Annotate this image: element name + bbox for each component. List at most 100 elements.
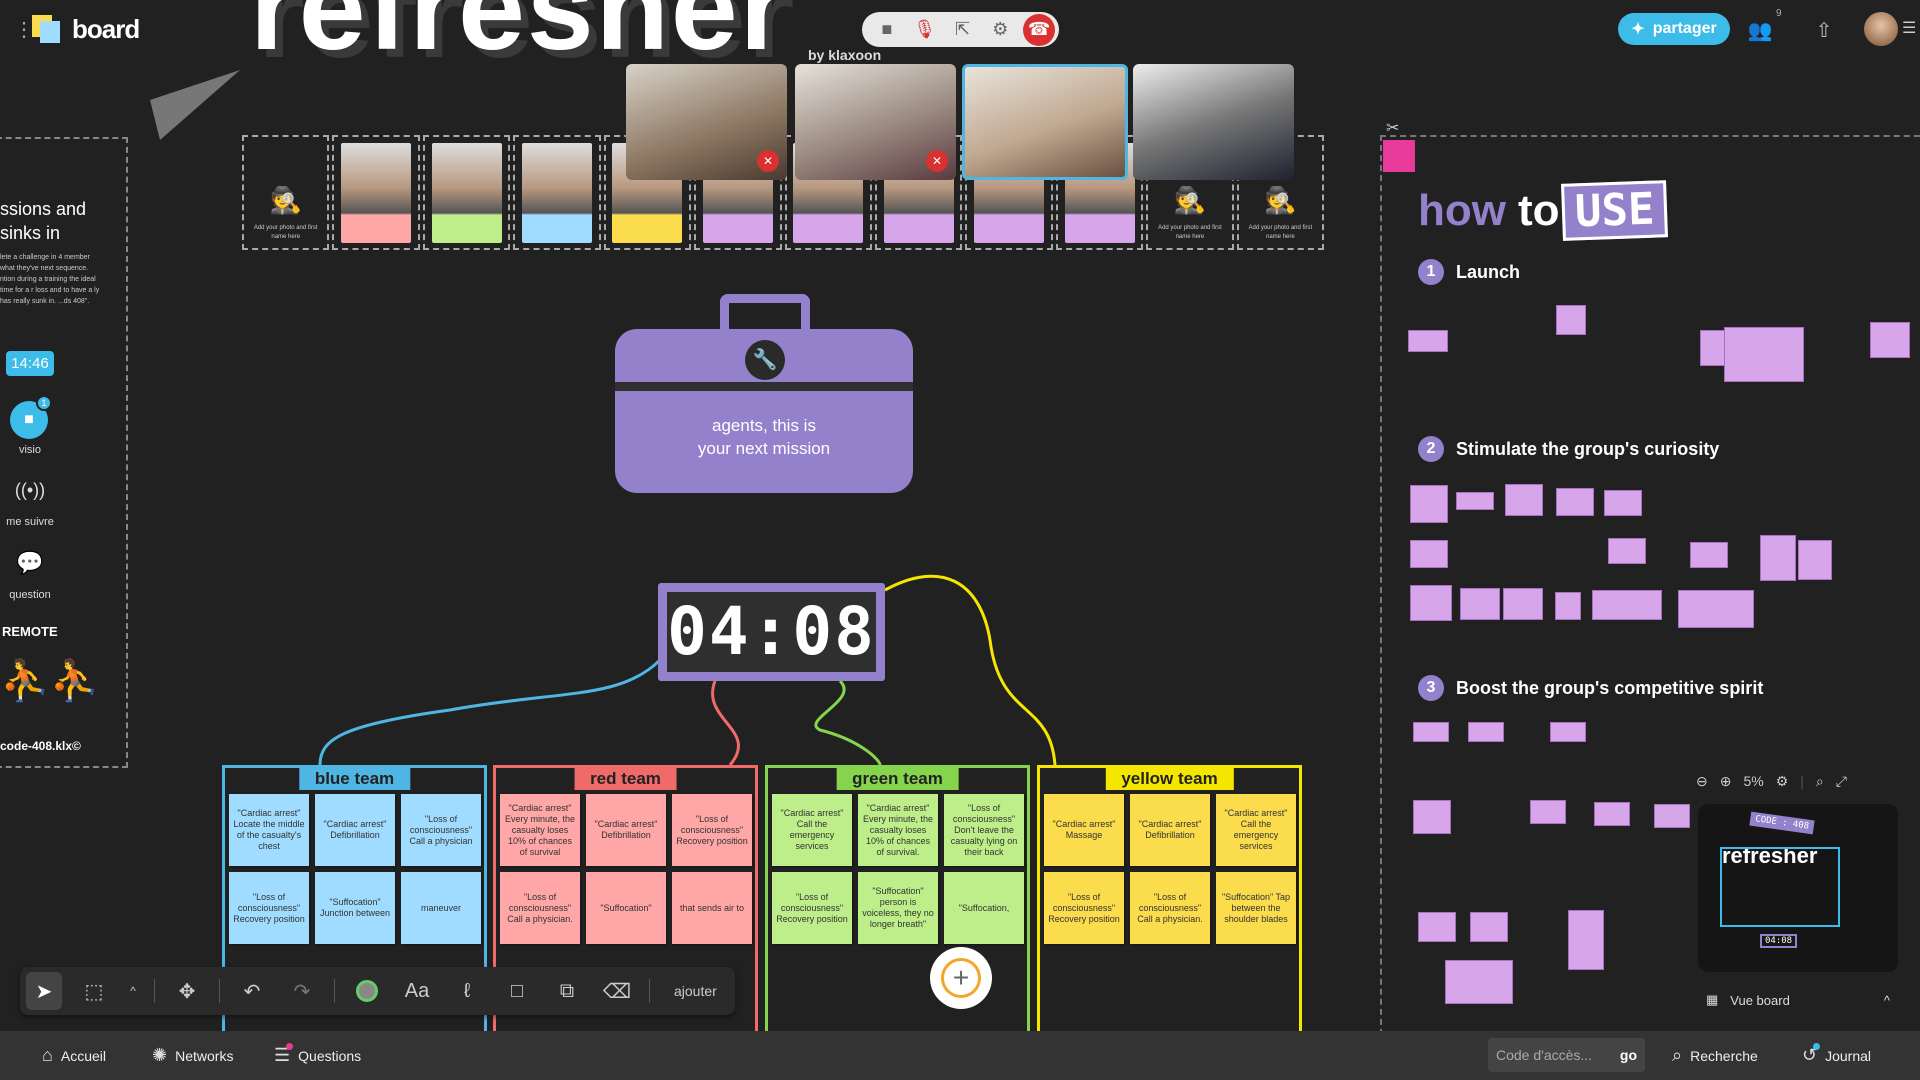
board-minimap[interactable]: CODE : 408 refresher 04:08 — [1698, 804, 1898, 972]
chevron-up-icon[interactable]: ^ — [1883, 992, 1890, 1008]
settings-gear-icon[interactable]: ⚙ — [1775, 772, 1789, 789]
add-button[interactable]: ajouter — [674, 983, 717, 999]
participants-button[interactable]: 👥9 — [1742, 8, 1782, 48]
mini-card[interactable] — [1678, 590, 1754, 628]
mini-card[interactable] — [1760, 535, 1796, 581]
mini-card[interactable] — [1798, 540, 1832, 580]
mini-card[interactable] — [1413, 722, 1449, 742]
mini-card[interactable] — [1410, 585, 1452, 621]
user-avatar[interactable] — [1864, 12, 1898, 46]
go-button[interactable]: go — [1619, 1047, 1637, 1063]
select-pointer-icon[interactable]: ➤ — [26, 972, 62, 1010]
sticky-note[interactable]: "Loss of consciousness" Don't leave the … — [944, 794, 1024, 866]
mini-card[interactable] — [1413, 800, 1451, 834]
broadcast-icon[interactable]: ((•)) — [14, 480, 46, 500]
fullscreen-icon[interactable]: ⤢ — [1835, 772, 1847, 789]
sticky-note[interactable]: "Loss of consciousness" Recovery positio… — [229, 872, 309, 944]
mini-card[interactable] — [1556, 488, 1594, 516]
export-button[interactable]: ⇧ — [1806, 12, 1842, 48]
chevron-up-icon[interactable]: ^ — [130, 984, 136, 998]
share-button[interactable]: ✦partager — [1618, 13, 1730, 45]
pan-hand-icon[interactable]: ✥ — [178, 980, 196, 1003]
follow-me-label[interactable]: me suivre — [6, 516, 54, 528]
sticky-note[interactable]: "Loss of consciousness" Recovery positio… — [672, 794, 752, 866]
settings-gear-icon[interactable]: ⚙ — [992, 19, 1009, 39]
questions-button[interactable]: ☰Questions — [274, 1043, 361, 1066]
mini-card[interactable] — [1654, 804, 1690, 828]
video-tile-active-speaker[interactable] — [962, 64, 1128, 180]
add-content-button[interactable]: + — [930, 947, 992, 1009]
redo-icon[interactable]: ↷ — [293, 980, 311, 1003]
hang-up-icon[interactable]: ☎ — [1023, 13, 1055, 46]
sticky-note[interactable]: "Suffocation" Junction between — [315, 872, 395, 944]
undo-icon[interactable]: ↶ — [243, 980, 261, 1003]
mini-card[interactable] — [1410, 485, 1448, 523]
sticky-note[interactable]: "Suffocation" — [586, 872, 666, 944]
mini-card[interactable] — [1456, 492, 1494, 510]
board-canvas[interactable]: ⋮ board refresher by klaxoon ssions and … — [0, 0, 1920, 1031]
video-tile[interactable]: ✕ — [795, 64, 956, 180]
mini-card[interactable] — [1870, 322, 1910, 358]
participant-photo-card[interactable] — [513, 135, 601, 250]
mini-card[interactable] — [1410, 540, 1448, 568]
mini-card[interactable] — [1418, 912, 1456, 942]
screen-share-icon[interactable]: ⇱ — [954, 19, 971, 39]
mic-muted-icon[interactable]: 🎙 — [913, 19, 937, 39]
visio-button[interactable]: ■1 — [10, 395, 52, 439]
mini-card[interactable] — [1530, 800, 1566, 824]
sticky-note[interactable]: "Cardiac arrest" Locate the middle of th… — [229, 794, 309, 866]
mini-card[interactable] — [1505, 484, 1543, 516]
zoom-in-icon[interactable]: ⊕ — [1719, 772, 1732, 789]
access-code-input[interactable]: Code d'accès... — [1496, 1047, 1593, 1063]
add-photo-placeholder[interactable]: 🕵Add your photo and first name here — [1236, 135, 1325, 250]
sticky-note[interactable]: "Suffocation" Tap between the shoulder b… — [1216, 872, 1296, 944]
sticky-note[interactable]: "Cardiac arrest" Defibrillation — [1130, 794, 1210, 866]
mini-card[interactable] — [1408, 330, 1448, 352]
pen-icon[interactable]: ℓ — [463, 979, 471, 1002]
mini-card[interactable] — [1690, 542, 1728, 568]
sticky-note[interactable]: "Loss of consciousness" Recovery positio… — [772, 872, 852, 944]
camera-icon[interactable]: ■ — [881, 19, 893, 39]
sticky-note[interactable]: "Cardiac arrest" Defibrillation — [315, 794, 395, 866]
rectangle-icon[interactable]: □ — [510, 979, 524, 1002]
sticky-note[interactable]: that sends air to — [672, 872, 752, 944]
mini-card[interactable] — [1445, 960, 1513, 1004]
journal-button[interactable]: ↺Journal — [1802, 1043, 1871, 1066]
mini-card[interactable] — [1608, 538, 1646, 564]
mini-card[interactable] — [1594, 802, 1630, 826]
zoom-out-icon[interactable]: ⊖ — [1696, 772, 1708, 789]
access-code-field[interactable]: Code d'accès... go — [1488, 1038, 1645, 1072]
text-tool[interactable]: Aa — [404, 979, 430, 1002]
sticky-note[interactable]: "Loss of consciousness" Call a physician — [401, 794, 481, 866]
sticky-note[interactable]: maneuver — [401, 872, 481, 944]
mini-card[interactable] — [1470, 912, 1508, 942]
menu-dots-icon[interactable]: ⋮ — [14, 18, 34, 41]
mini-card[interactable] — [1468, 722, 1504, 742]
app-logo[interactable]: ⋮ board — [14, 14, 140, 45]
mini-card[interactable] — [1503, 588, 1543, 620]
question-label[interactable]: question — [9, 589, 51, 601]
area-select-icon[interactable]: ⬚ — [84, 980, 104, 1003]
mini-card[interactable] — [1555, 592, 1581, 620]
search-button[interactable]: ⌕Recherche — [1672, 1045, 1758, 1066]
home-button[interactable]: ⌂Accueil — [42, 1045, 106, 1066]
question-bubble-icon[interactable]: 💬 — [16, 550, 44, 575]
mini-card[interactable] — [1604, 490, 1642, 516]
sticky-note[interactable]: "Cardiac arrest" Call the emergency serv… — [1216, 794, 1296, 866]
color-picker-icon[interactable] — [349, 972, 385, 1010]
sticky-note[interactable]: "Loss of consciousness" Call a physician… — [1130, 872, 1210, 944]
add-photo-placeholder[interactable]: 🕵Add your photo and first name here — [242, 135, 330, 250]
sticky-note[interactable]: "Cardiac arrest" Every minute, the casua… — [858, 794, 938, 866]
sticky-note[interactable]: "Cardiac arrest" Defibrillation — [586, 794, 666, 866]
mini-card[interactable] — [1556, 305, 1586, 335]
add-photo-placeholder[interactable]: 🕵Add your photo and first name here — [1146, 135, 1234, 250]
sticky-note[interactable]: "Cardiac arrest" Massage — [1044, 794, 1124, 866]
connector-icon[interactable]: ⧉ — [559, 979, 575, 1002]
participant-photo-card[interactable] — [422, 135, 511, 250]
search-icon[interactable]: ⌕ — [1815, 772, 1824, 789]
board-view-toggle[interactable]: ▦ Vue board ^ — [1698, 983, 1898, 1017]
video-tile[interactable] — [1133, 64, 1294, 180]
hamburger-menu-icon[interactable]: ☰ — [1902, 20, 1917, 37]
sticky-note[interactable]: "Cardiac arrest" Call the emergency serv… — [772, 794, 852, 866]
mini-card[interactable] — [1550, 722, 1586, 742]
